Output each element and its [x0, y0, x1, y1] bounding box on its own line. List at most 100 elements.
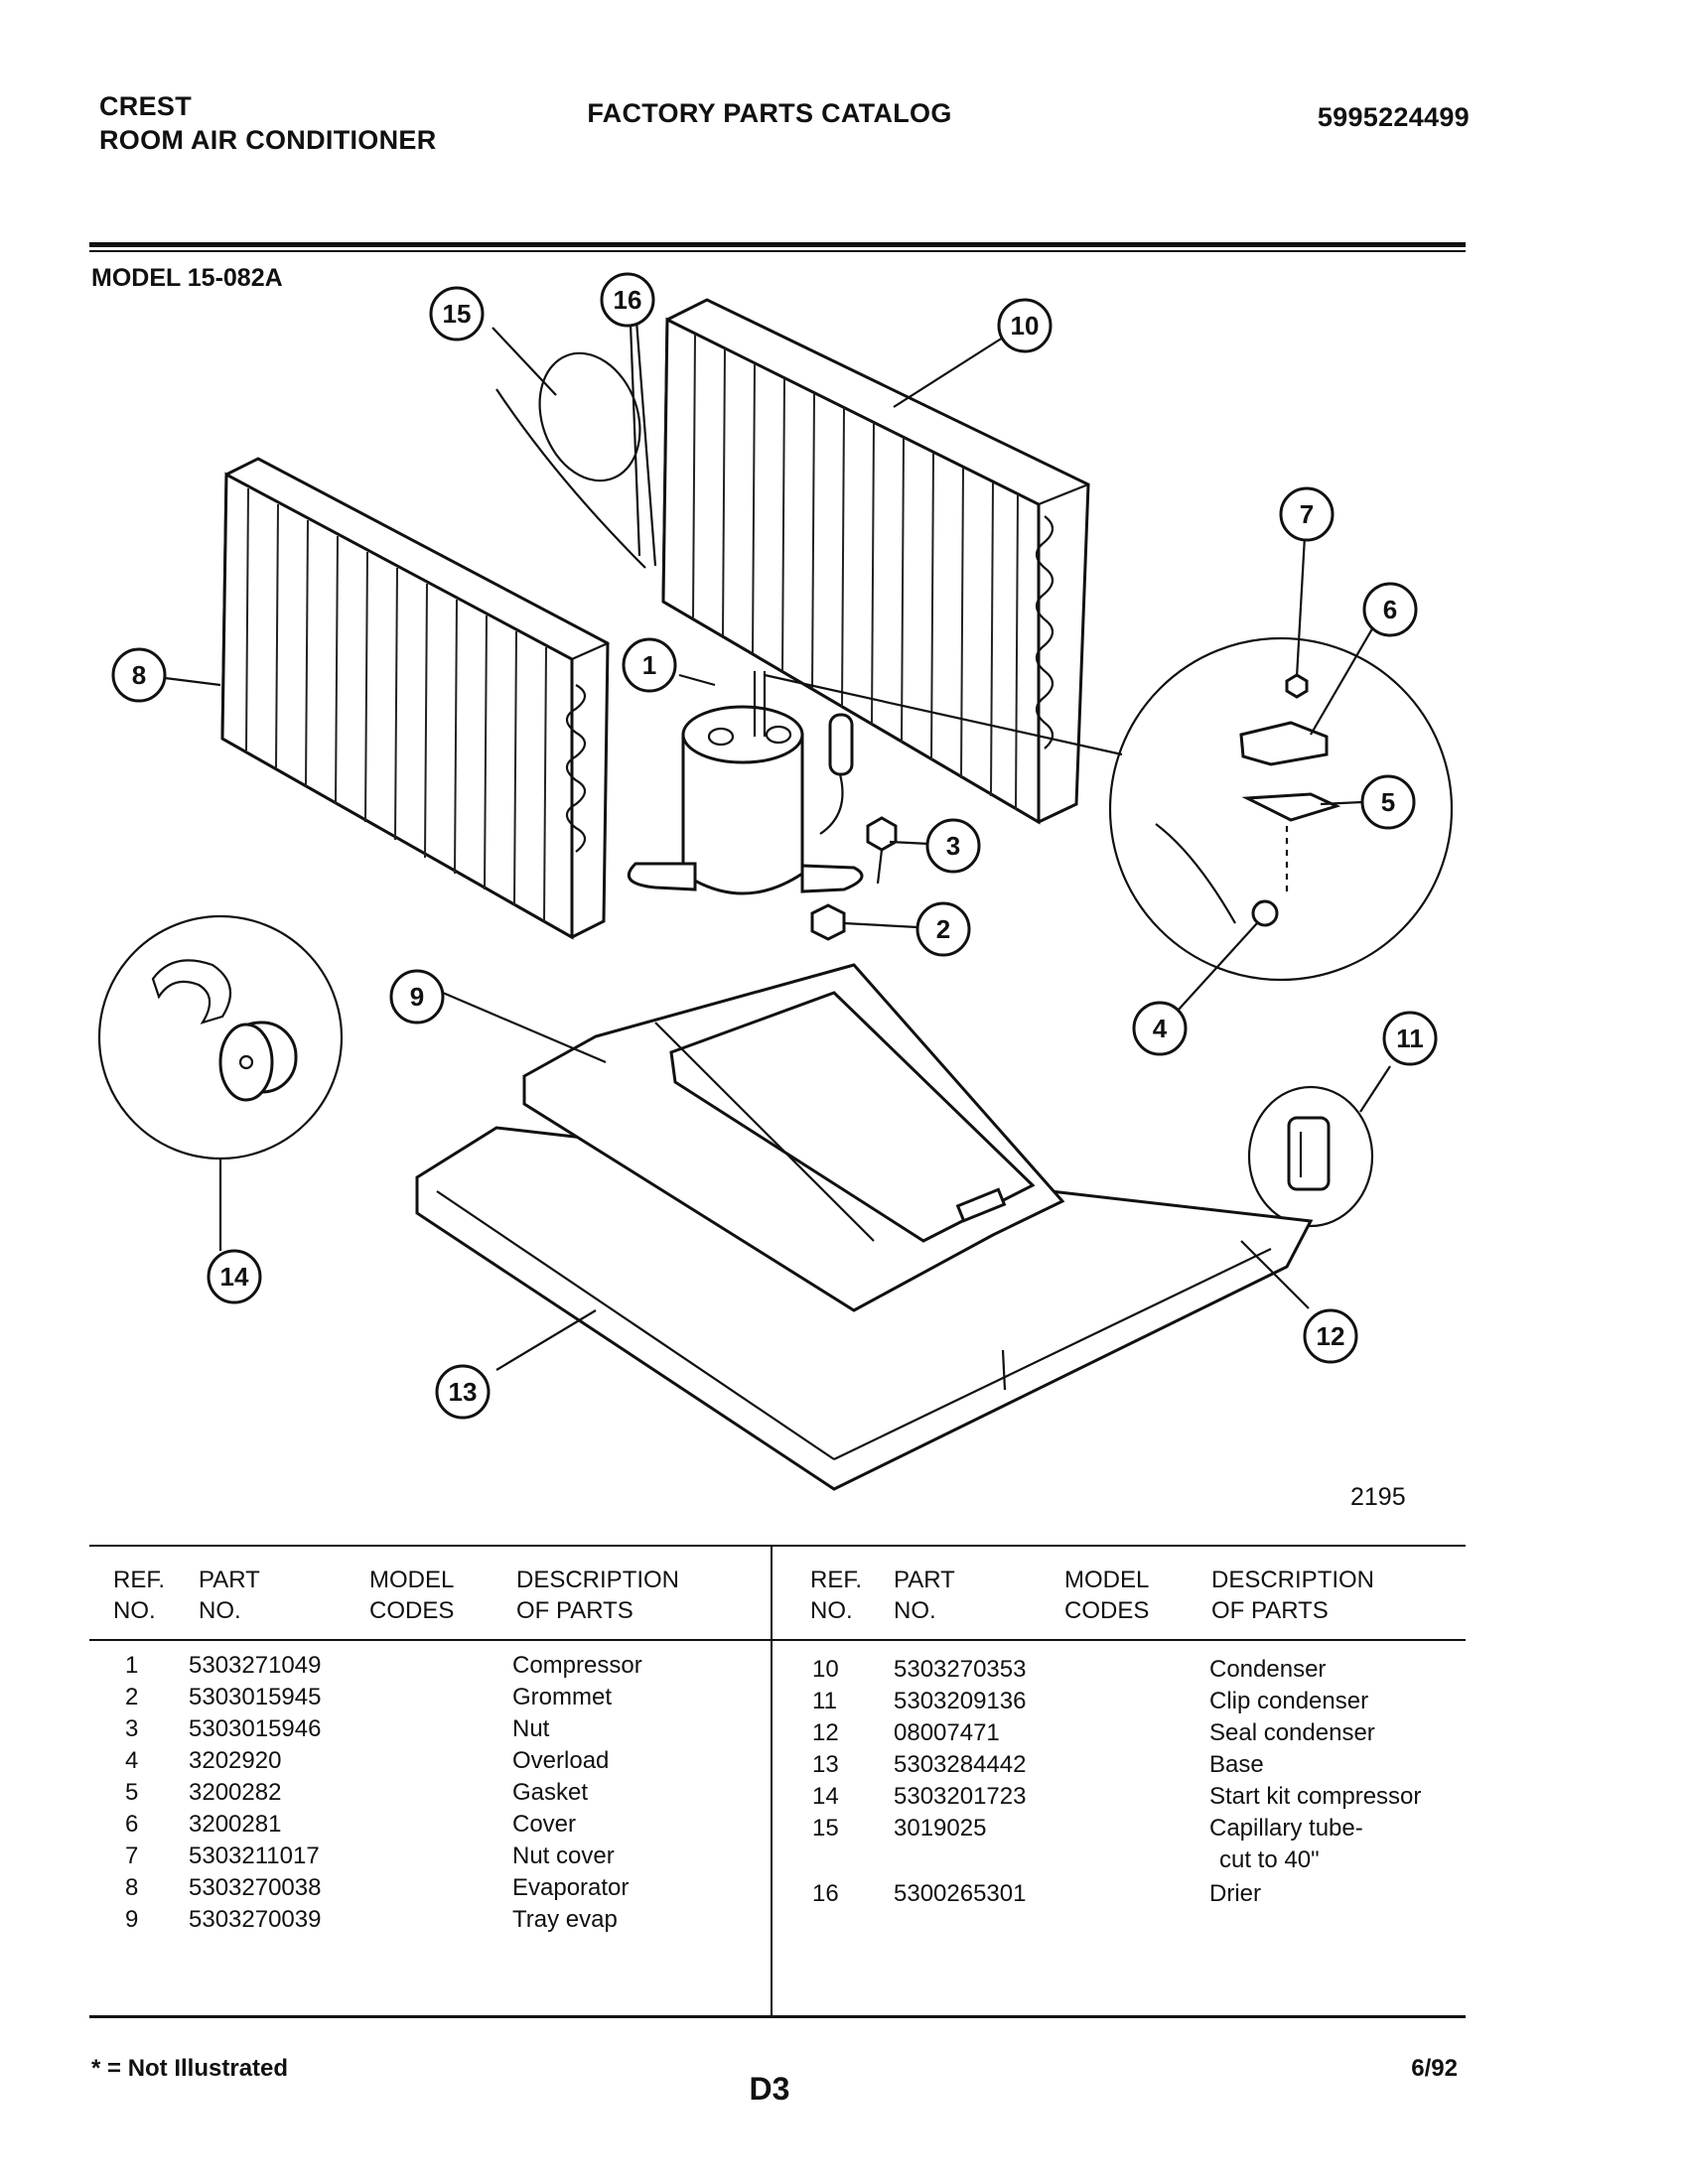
- svg-text:10: 10: [1011, 311, 1040, 341]
- header-rule-thin: [89, 250, 1466, 252]
- ref-no: 14: [812, 1783, 839, 1810]
- callout-5: 5: [1360, 774, 1416, 830]
- svg-text:3: 3: [946, 831, 960, 861]
- exploded-parts-diagram: 1 2 3 4 5 6 7 8 9 10 11 12 13 14 15 16: [97, 272, 1454, 1491]
- page-id: D3: [749, 2071, 790, 2107]
- header-description-left: DESCRIPTION OF PARTS: [516, 1567, 680, 1624]
- footnote: * = Not Illustrated: [91, 2055, 289, 2082]
- table-top-rule: [89, 1545, 1466, 1547]
- svg-text:11: 11: [1396, 1024, 1424, 1053]
- ref-no: 9: [125, 1906, 139, 1933]
- part-no: 3202920: [189, 1747, 282, 1774]
- svg-text:14: 14: [220, 1262, 249, 1292]
- description: Evaporator: [512, 1874, 630, 1901]
- header-ref-no-right: REF. NO.: [810, 1567, 863, 1624]
- part-no: 5303015946: [189, 1715, 322, 1742]
- ref-no: 15: [812, 1815, 839, 1842]
- compressor-drawing: [627, 671, 1123, 895]
- ref-no: 10: [812, 1656, 839, 1683]
- callout-12: 12: [1303, 1308, 1358, 1364]
- nut-and-grommet-drawing: [810, 816, 898, 941]
- ref-no: 4: [125, 1747, 139, 1774]
- ref-no: 13: [812, 1751, 839, 1778]
- part-no: 5303270353: [894, 1656, 1027, 1683]
- condenser-coil-drawing: [661, 298, 1090, 825]
- svg-text:15: 15: [443, 299, 472, 329]
- callout-11: 11: [1382, 1011, 1438, 1066]
- ref-no: 12: [812, 1719, 839, 1746]
- part-no: 5303211017: [189, 1843, 320, 1869]
- ref-no: 8: [125, 1874, 139, 1901]
- part-no: 5303270039: [189, 1906, 322, 1933]
- svg-text:16: 16: [614, 285, 642, 315]
- description: Gasket: [512, 1779, 589, 1806]
- table-column-divider: [771, 1545, 773, 2018]
- header-model-codes-right: MODEL CODES: [1064, 1567, 1150, 1624]
- description: Nut cover: [512, 1843, 615, 1869]
- start-kit-detail-drawing: [97, 914, 344, 1160]
- callout-16: 16: [600, 272, 655, 328]
- callout-4: 4: [1132, 1001, 1188, 1056]
- product-name: ROOM AIR CONDITIONER: [99, 125, 437, 155]
- svg-text:9: 9: [410, 982, 424, 1012]
- header-part-no-left: PART NO.: [199, 1567, 260, 1624]
- ref-no: 11: [812, 1688, 837, 1714]
- part-no: 3200282: [189, 1779, 282, 1806]
- figure-number: 2195: [1350, 1483, 1406, 1511]
- description: Overload: [512, 1747, 610, 1774]
- base-and-tray-drawing: [415, 963, 1314, 1491]
- header-ref-no-left: REF. NO.: [113, 1567, 166, 1624]
- part-no: 5303270038: [189, 1874, 322, 1901]
- part-no: 5303015945: [189, 1684, 322, 1710]
- part-no: 5303284442: [894, 1751, 1027, 1778]
- part-no: 5303201723: [894, 1783, 1027, 1810]
- description: Base: [1209, 1751, 1264, 1778]
- brand-name: CREST: [99, 91, 193, 121]
- description: Clip condenser: [1209, 1688, 1369, 1714]
- svg-text:4: 4: [1153, 1014, 1168, 1043]
- table-header-rule-right: [773, 1639, 1466, 1641]
- callout-2: 2: [915, 901, 971, 957]
- part-no: 08007471: [894, 1719, 1000, 1746]
- ref-no: 2: [125, 1684, 139, 1710]
- description: Condenser: [1209, 1656, 1327, 1683]
- table-bottom-rule: [89, 2015, 1466, 2018]
- svg-text:2: 2: [936, 914, 950, 944]
- svg-text:5: 5: [1381, 787, 1395, 817]
- callout-3: 3: [925, 818, 981, 874]
- evaporator-coil-drawing: [220, 457, 610, 940]
- overload-detail-drawing: [1108, 636, 1454, 982]
- callout-leader-lines: [164, 297, 1391, 1371]
- part-no: 3019025: [894, 1815, 987, 1842]
- catalog-title: FACTORY PARTS CATALOG: [587, 98, 952, 128]
- callout-9: 9: [389, 969, 445, 1024]
- part-no: 5303271049: [189, 1652, 322, 1679]
- catalog-number: 5995224499: [1317, 102, 1470, 132]
- header-rule: [89, 242, 1466, 247]
- ref-no: 6: [125, 1811, 139, 1838]
- ref-no: 5: [125, 1779, 139, 1806]
- svg-text:13: 13: [449, 1377, 478, 1407]
- description: Grommet: [512, 1684, 613, 1710]
- callout-10: 10: [997, 298, 1053, 353]
- callout-7: 7: [1279, 486, 1335, 542]
- revision-date: 6/92: [1411, 2055, 1458, 2082]
- description: Compressor: [512, 1652, 642, 1679]
- svg-text:12: 12: [1317, 1321, 1345, 1351]
- part-no: 3200281: [189, 1811, 282, 1838]
- description: Seal condenser: [1209, 1719, 1375, 1746]
- header-part-no-right: PART NO.: [894, 1567, 955, 1624]
- capillary-tube-drawing: [495, 307, 657, 569]
- table-header-rule-left: [89, 1639, 771, 1641]
- callout-8: 8: [111, 647, 167, 703]
- part-no: 5303209136: [894, 1688, 1027, 1714]
- description: Tray evap: [512, 1906, 618, 1933]
- callout-15: 15: [429, 286, 485, 341]
- description: cut to 40": [1219, 1846, 1320, 1873]
- header-description-right: DESCRIPTION OF PARTS: [1211, 1567, 1375, 1624]
- description: Cover: [512, 1811, 577, 1838]
- svg-text:7: 7: [1300, 499, 1314, 529]
- parts-table: REF. NO. PART NO. MODEL CODES DESCRIPTIO…: [89, 1545, 1466, 2018]
- part-no: 5300265301: [894, 1880, 1027, 1907]
- description: Nut: [512, 1715, 550, 1742]
